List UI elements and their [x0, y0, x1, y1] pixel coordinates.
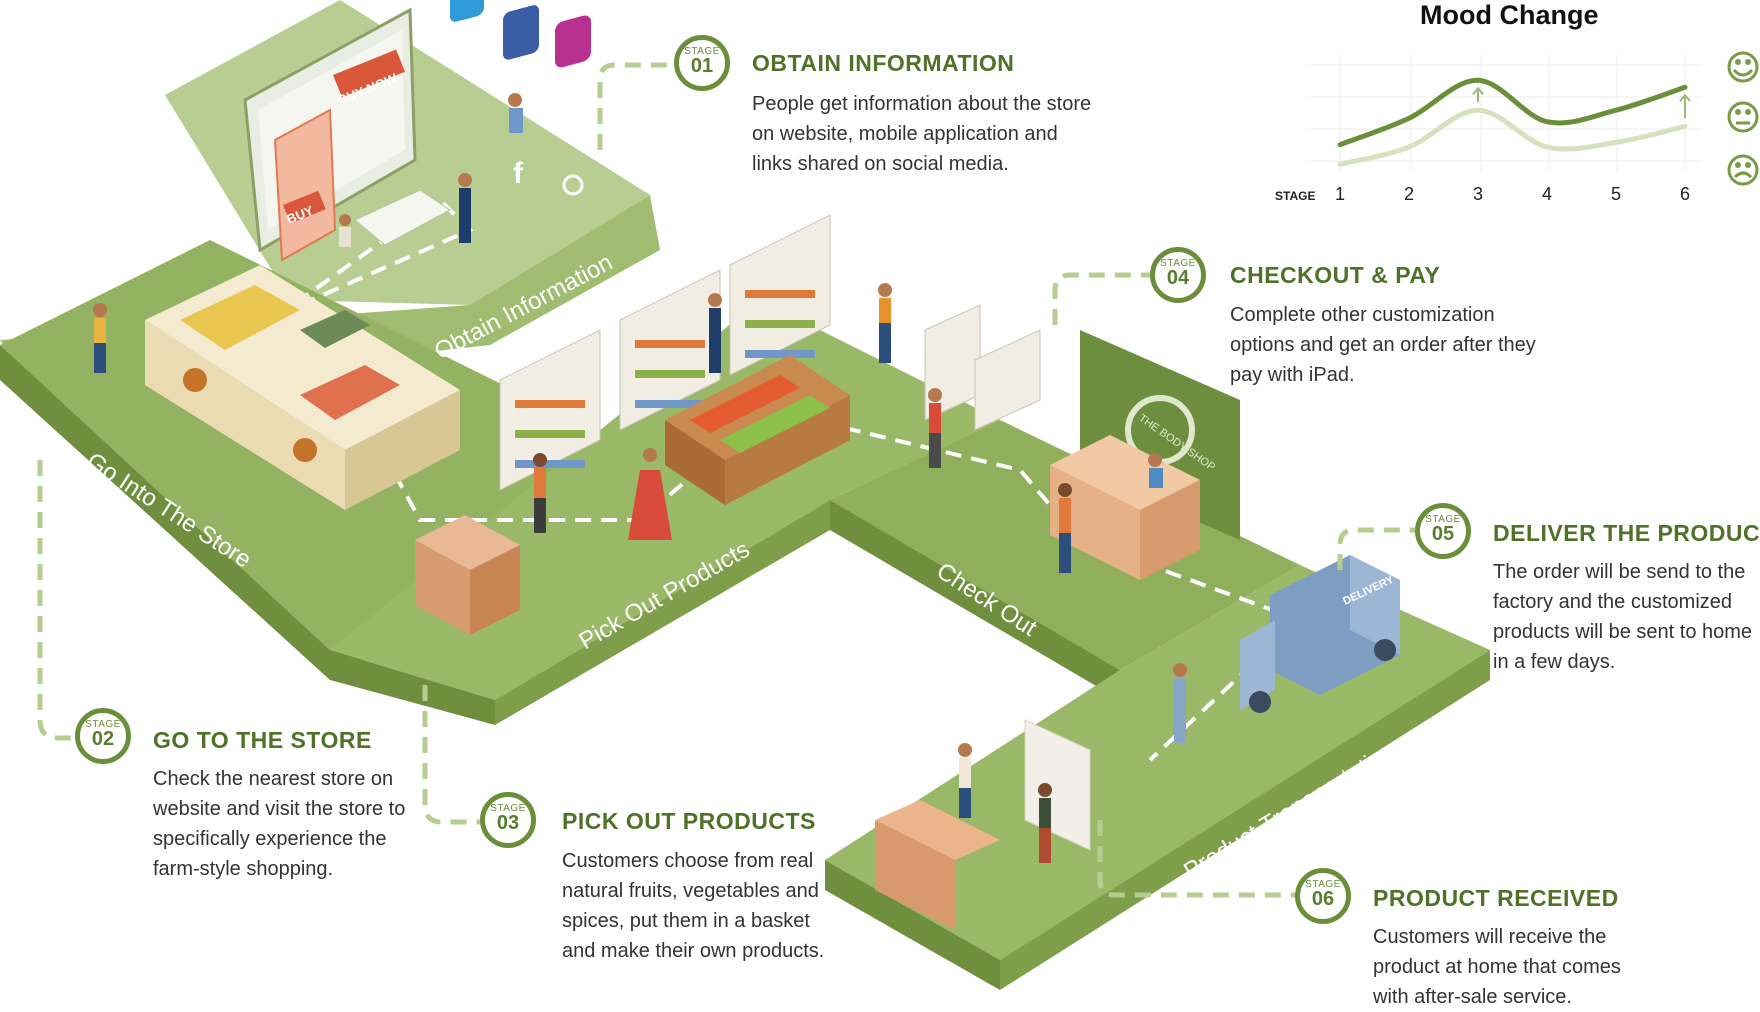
home-area: [875, 719, 1091, 930]
mood-x-tick-label: 2: [1404, 184, 1414, 204]
stage-badge-label: STAGE: [85, 719, 121, 730]
facebook-icon: [503, 5, 539, 60]
computer-illustration: BUY NOW BUY: [243, 7, 451, 262]
twitter-icon: [450, 0, 484, 22]
stage-badge-number: 06: [1311, 888, 1335, 910]
product-shelves: [499, 214, 831, 491]
stage-badge: STAGE 06: [1295, 868, 1351, 924]
stage-badge: STAGE 04: [1150, 247, 1206, 303]
checkout-area: THE BODY SHOP: [924, 304, 1240, 580]
produce-stand: [665, 355, 850, 505]
mood-x-tick-label: 1: [1335, 184, 1345, 204]
leader-lines: [37, 62, 1415, 898]
svg-text:f: f: [513, 157, 524, 190]
instagram-icon: [555, 15, 591, 68]
mood-series-line-1: [1337, 77, 1688, 148]
stage-badge-label: STAGE: [684, 46, 720, 57]
chart-grid: [1305, 55, 1700, 170]
stage-title: OBTAIN INFORMATION: [752, 50, 1015, 76]
neutral-face-icon: [1727, 101, 1759, 133]
display-counter: [415, 515, 520, 635]
mood-up-arrow-icon: [1472, 86, 1484, 103]
stage-description: Customers will receive the product at ho…: [1373, 926, 1621, 1008]
stage-badge-number: 02: [91, 728, 115, 750]
stage-badge-number: 05: [1431, 523, 1455, 545]
store-logo: [293, 438, 317, 462]
stage-description: The order will be send to the factory an…: [1493, 561, 1753, 673]
stage-title: PRODUCT RECEIVED: [1373, 885, 1619, 911]
chart-x-axis-label: STAGE: [1275, 189, 1315, 203]
stage-title: CHECKOUT & PAY: [1230, 262, 1441, 288]
stage-description: People get information about the store o…: [752, 93, 1092, 175]
mood-x-tick-label: 3: [1473, 184, 1483, 204]
stage-title: PICK OUT PRODUCTS: [562, 808, 816, 834]
stage-badge: STAGE 03: [480, 792, 536, 848]
stage-badge-number: 04: [1166, 267, 1190, 289]
chart-title: Mood Change: [1420, 0, 1599, 30]
mood-x-tick-label: 5: [1611, 184, 1621, 204]
happy-face-icon: [1727, 51, 1759, 83]
stage-badge-label: STAGE: [1305, 879, 1341, 890]
stage-badge: STAGE 01: [674, 35, 730, 91]
stage-title: GO TO THE STORE: [153, 727, 372, 753]
stage-title: DELIVER THE PRODUCT: [1493, 520, 1760, 546]
stage-description: Check the nearest store on website and v…: [153, 768, 406, 880]
stage-badge: STAGE 02: [75, 708, 131, 764]
store-logo: [183, 368, 207, 392]
mood-face-icons: [1727, 51, 1759, 186]
stage-description: Customers choose from real natural fruit…: [562, 850, 825, 962]
stage-badge-label: STAGE: [1425, 514, 1461, 525]
store-building: [145, 265, 460, 510]
stage-badge-number: 03: [496, 812, 520, 834]
social-icons: f: [450, 0, 591, 196]
people-figures: [93, 93, 1187, 863]
mood-x-tick-label: 6: [1680, 184, 1690, 204]
mood-x-tick-label: 4: [1542, 184, 1552, 204]
stage-badge-number: 01: [690, 55, 714, 77]
mood-up-arrow-icon: [1679, 93, 1691, 119]
mood-change-chart: 1 2 3 4 5 6 STAGE: [1275, 51, 1759, 204]
mood-series-line-2: [1337, 107, 1688, 167]
stage-description: Complete other customization options and…: [1230, 304, 1536, 386]
stage-badge: STAGE 05: [1415, 503, 1471, 559]
stage-badge-label: STAGE: [490, 803, 526, 814]
delivery-truck: DELIVERY: [1240, 555, 1400, 713]
sad-face-icon: [1727, 154, 1759, 186]
stage-badge-label: STAGE: [1160, 258, 1196, 269]
